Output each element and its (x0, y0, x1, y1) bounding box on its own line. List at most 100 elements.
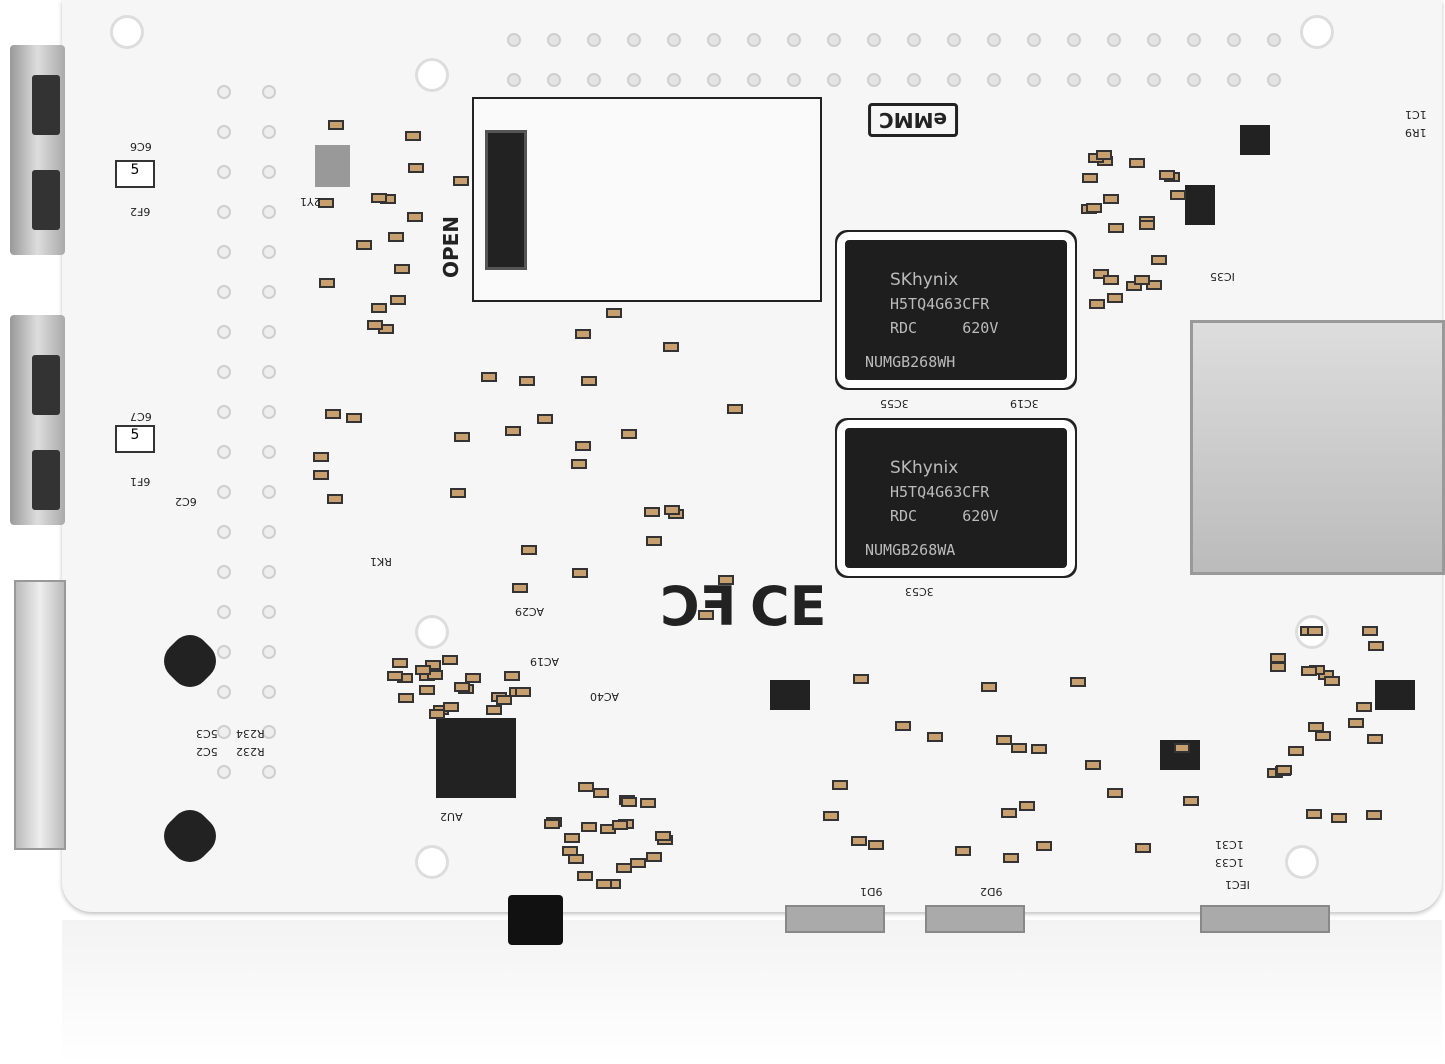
smd-component (571, 458, 588, 469)
smd-component (480, 371, 497, 382)
smd-component (1031, 744, 1048, 755)
smd-component (453, 681, 470, 692)
header-pin (1107, 33, 1121, 47)
via-pad (262, 85, 276, 99)
smd-component (995, 735, 1012, 746)
smd-component (662, 342, 679, 353)
ce-mark: CE (750, 575, 827, 638)
smd-component (621, 796, 638, 807)
smd-component (1107, 223, 1124, 234)
smd-component (387, 671, 404, 682)
smd-component (1182, 795, 1199, 806)
smd-component (1287, 745, 1304, 756)
silkscreen-label: 6C6 (130, 140, 152, 153)
smd-component (454, 431, 471, 442)
header-pin (1147, 73, 1161, 87)
smd-component (697, 609, 714, 620)
header-pin (587, 73, 601, 87)
usb-port-bottom (10, 315, 65, 525)
smd-component (645, 535, 662, 546)
chip-brand: SKhynix (890, 458, 959, 478)
smd-component (428, 708, 445, 719)
smd-component (426, 670, 443, 681)
header-pin (547, 33, 561, 47)
smd-component (1146, 280, 1163, 291)
smd-component (442, 701, 459, 712)
via-pad (217, 365, 231, 379)
mounting-hole (415, 58, 449, 92)
smd-component (318, 197, 335, 208)
header-pin (1027, 33, 1041, 47)
smd-component (1138, 220, 1155, 231)
header-pin (507, 33, 521, 47)
smd-component (1306, 626, 1323, 637)
smd-component (450, 487, 467, 498)
smd-component (581, 375, 598, 386)
via-pad (217, 685, 231, 699)
emmc-connector (485, 130, 527, 270)
chip-lot: RDC 620V (890, 319, 999, 337)
smd-component (726, 403, 743, 414)
smd-component (452, 175, 469, 186)
silkscreen-label: IEC1 (1225, 878, 1250, 891)
header-pin (1107, 73, 1121, 87)
header-pin (787, 73, 801, 87)
chip-code: NUMGB268WH (865, 353, 956, 371)
silkscreen-label: 6C2 (175, 495, 197, 508)
via-pad (217, 565, 231, 579)
smd-component (575, 440, 592, 451)
smd-component (1092, 268, 1109, 279)
smd-component (571, 568, 588, 579)
smd-component (1133, 274, 1150, 285)
via-pad (262, 165, 276, 179)
via-pad (217, 405, 231, 419)
via-pad (217, 765, 231, 779)
smd-component (1301, 666, 1318, 677)
via-pad (217, 605, 231, 619)
mounting-hole (110, 15, 144, 49)
smd-component (1035, 841, 1052, 852)
smd-component (370, 302, 387, 313)
silkscreen-label: 5C3 (196, 727, 218, 740)
smd-component (407, 212, 424, 223)
smd-component (441, 655, 458, 666)
smd-component (312, 451, 329, 462)
header-pin (867, 73, 881, 87)
smd-component (511, 582, 528, 593)
smd-component (645, 852, 662, 863)
smd-component (1356, 702, 1373, 713)
silkscreen-label: 1R9 (1405, 126, 1427, 139)
smd-component (398, 692, 415, 703)
mounting-hole (1300, 15, 1334, 49)
via-pad (217, 165, 231, 179)
smd-component (405, 130, 422, 141)
smd-component (1169, 189, 1186, 200)
smd-component (414, 664, 431, 675)
smd-component (981, 681, 998, 692)
header-pin (987, 33, 1001, 47)
smd-component (664, 504, 681, 515)
smd-component (485, 705, 502, 716)
smd-component (1368, 640, 1385, 651)
smd-component (387, 232, 404, 243)
smd-component (1088, 298, 1105, 309)
smd-component (328, 120, 345, 131)
smd-component (519, 375, 536, 386)
smd-component (577, 782, 594, 793)
smd-component (611, 819, 628, 830)
header-pin (1227, 73, 1241, 87)
smd-component (392, 658, 409, 669)
header-pin (747, 33, 761, 47)
via-pad (262, 685, 276, 699)
smd-component (1000, 807, 1017, 818)
usb-label-2: 5 (115, 425, 155, 453)
header-pin (587, 33, 601, 47)
transistor (770, 680, 810, 710)
via-pad (262, 725, 276, 739)
smd-component (1129, 157, 1146, 168)
smd-component (1011, 742, 1028, 753)
header-pin (707, 33, 721, 47)
chip-brand: SKhynix (890, 270, 959, 290)
smd-component (537, 414, 554, 425)
mounting-hole (415, 845, 449, 879)
